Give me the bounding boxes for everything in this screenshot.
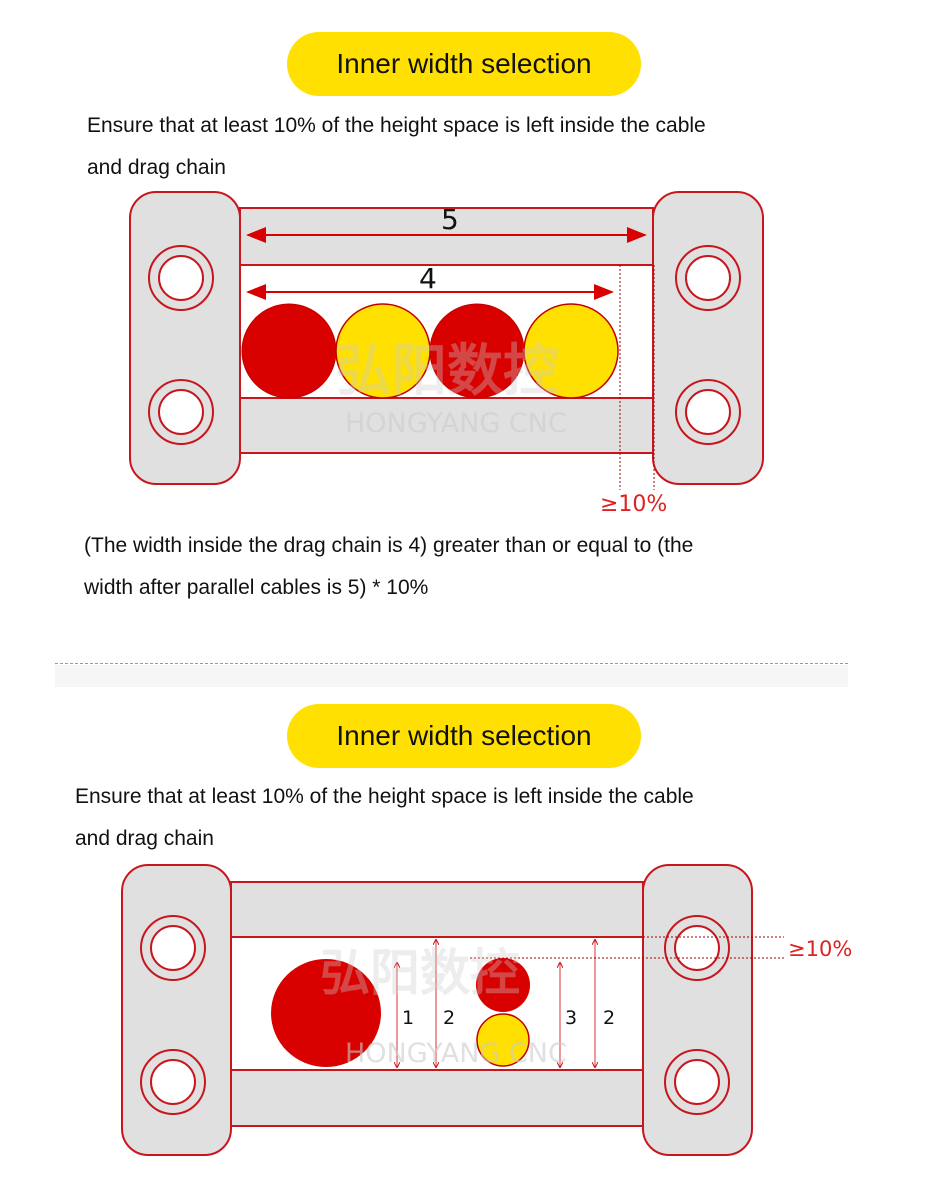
inner-width-label: 4: [419, 262, 437, 295]
section1-caption-1: (The width inside the drag chain is 4) g…: [84, 534, 694, 557]
cable-red: [241, 303, 337, 399]
drag-chain-diagram-height: [121, 864, 784, 1156]
outer-width-label: 5: [441, 203, 459, 236]
section2-title: Inner width selection: [287, 704, 641, 768]
section1-intro-2: and drag chain: [87, 156, 226, 179]
height-label-4: 2: [603, 1007, 615, 1029]
margin-label: ≥10%: [788, 937, 852, 961]
height-label-3: 3: [565, 1007, 577, 1029]
cable-small-yellow: [476, 1013, 530, 1067]
cable-large-red: [271, 959, 381, 1067]
section1-intro-1: Ensure that at least 10% of the height s…: [87, 114, 706, 137]
watermark-en: HONGYANG CNC: [345, 1038, 567, 1069]
height-label-2: 2: [443, 1007, 455, 1029]
drag-chain-diagram-width: [129, 191, 764, 490]
watermark-cn: 弘阳数控: [320, 944, 520, 1002]
separator: [55, 663, 848, 664]
height-label-1: 1: [402, 1007, 414, 1029]
section1-title: Inner width selection: [287, 32, 641, 96]
section1-caption-2: width after parallel cables is 5) * 10%: [84, 576, 429, 599]
watermark-en: HONGYANG CNC: [345, 408, 567, 439]
section2-intro-1: Ensure that at least 10% of the height s…: [75, 785, 694, 808]
separator-band: [55, 665, 848, 687]
section2-intro-2: and drag chain: [75, 827, 214, 850]
watermark-cn: 弘阳数控: [335, 339, 559, 404]
cable-yellow: [523, 303, 619, 399]
cable-small-red: [476, 958, 530, 1012]
margin-label: ≥10%: [600, 492, 667, 517]
